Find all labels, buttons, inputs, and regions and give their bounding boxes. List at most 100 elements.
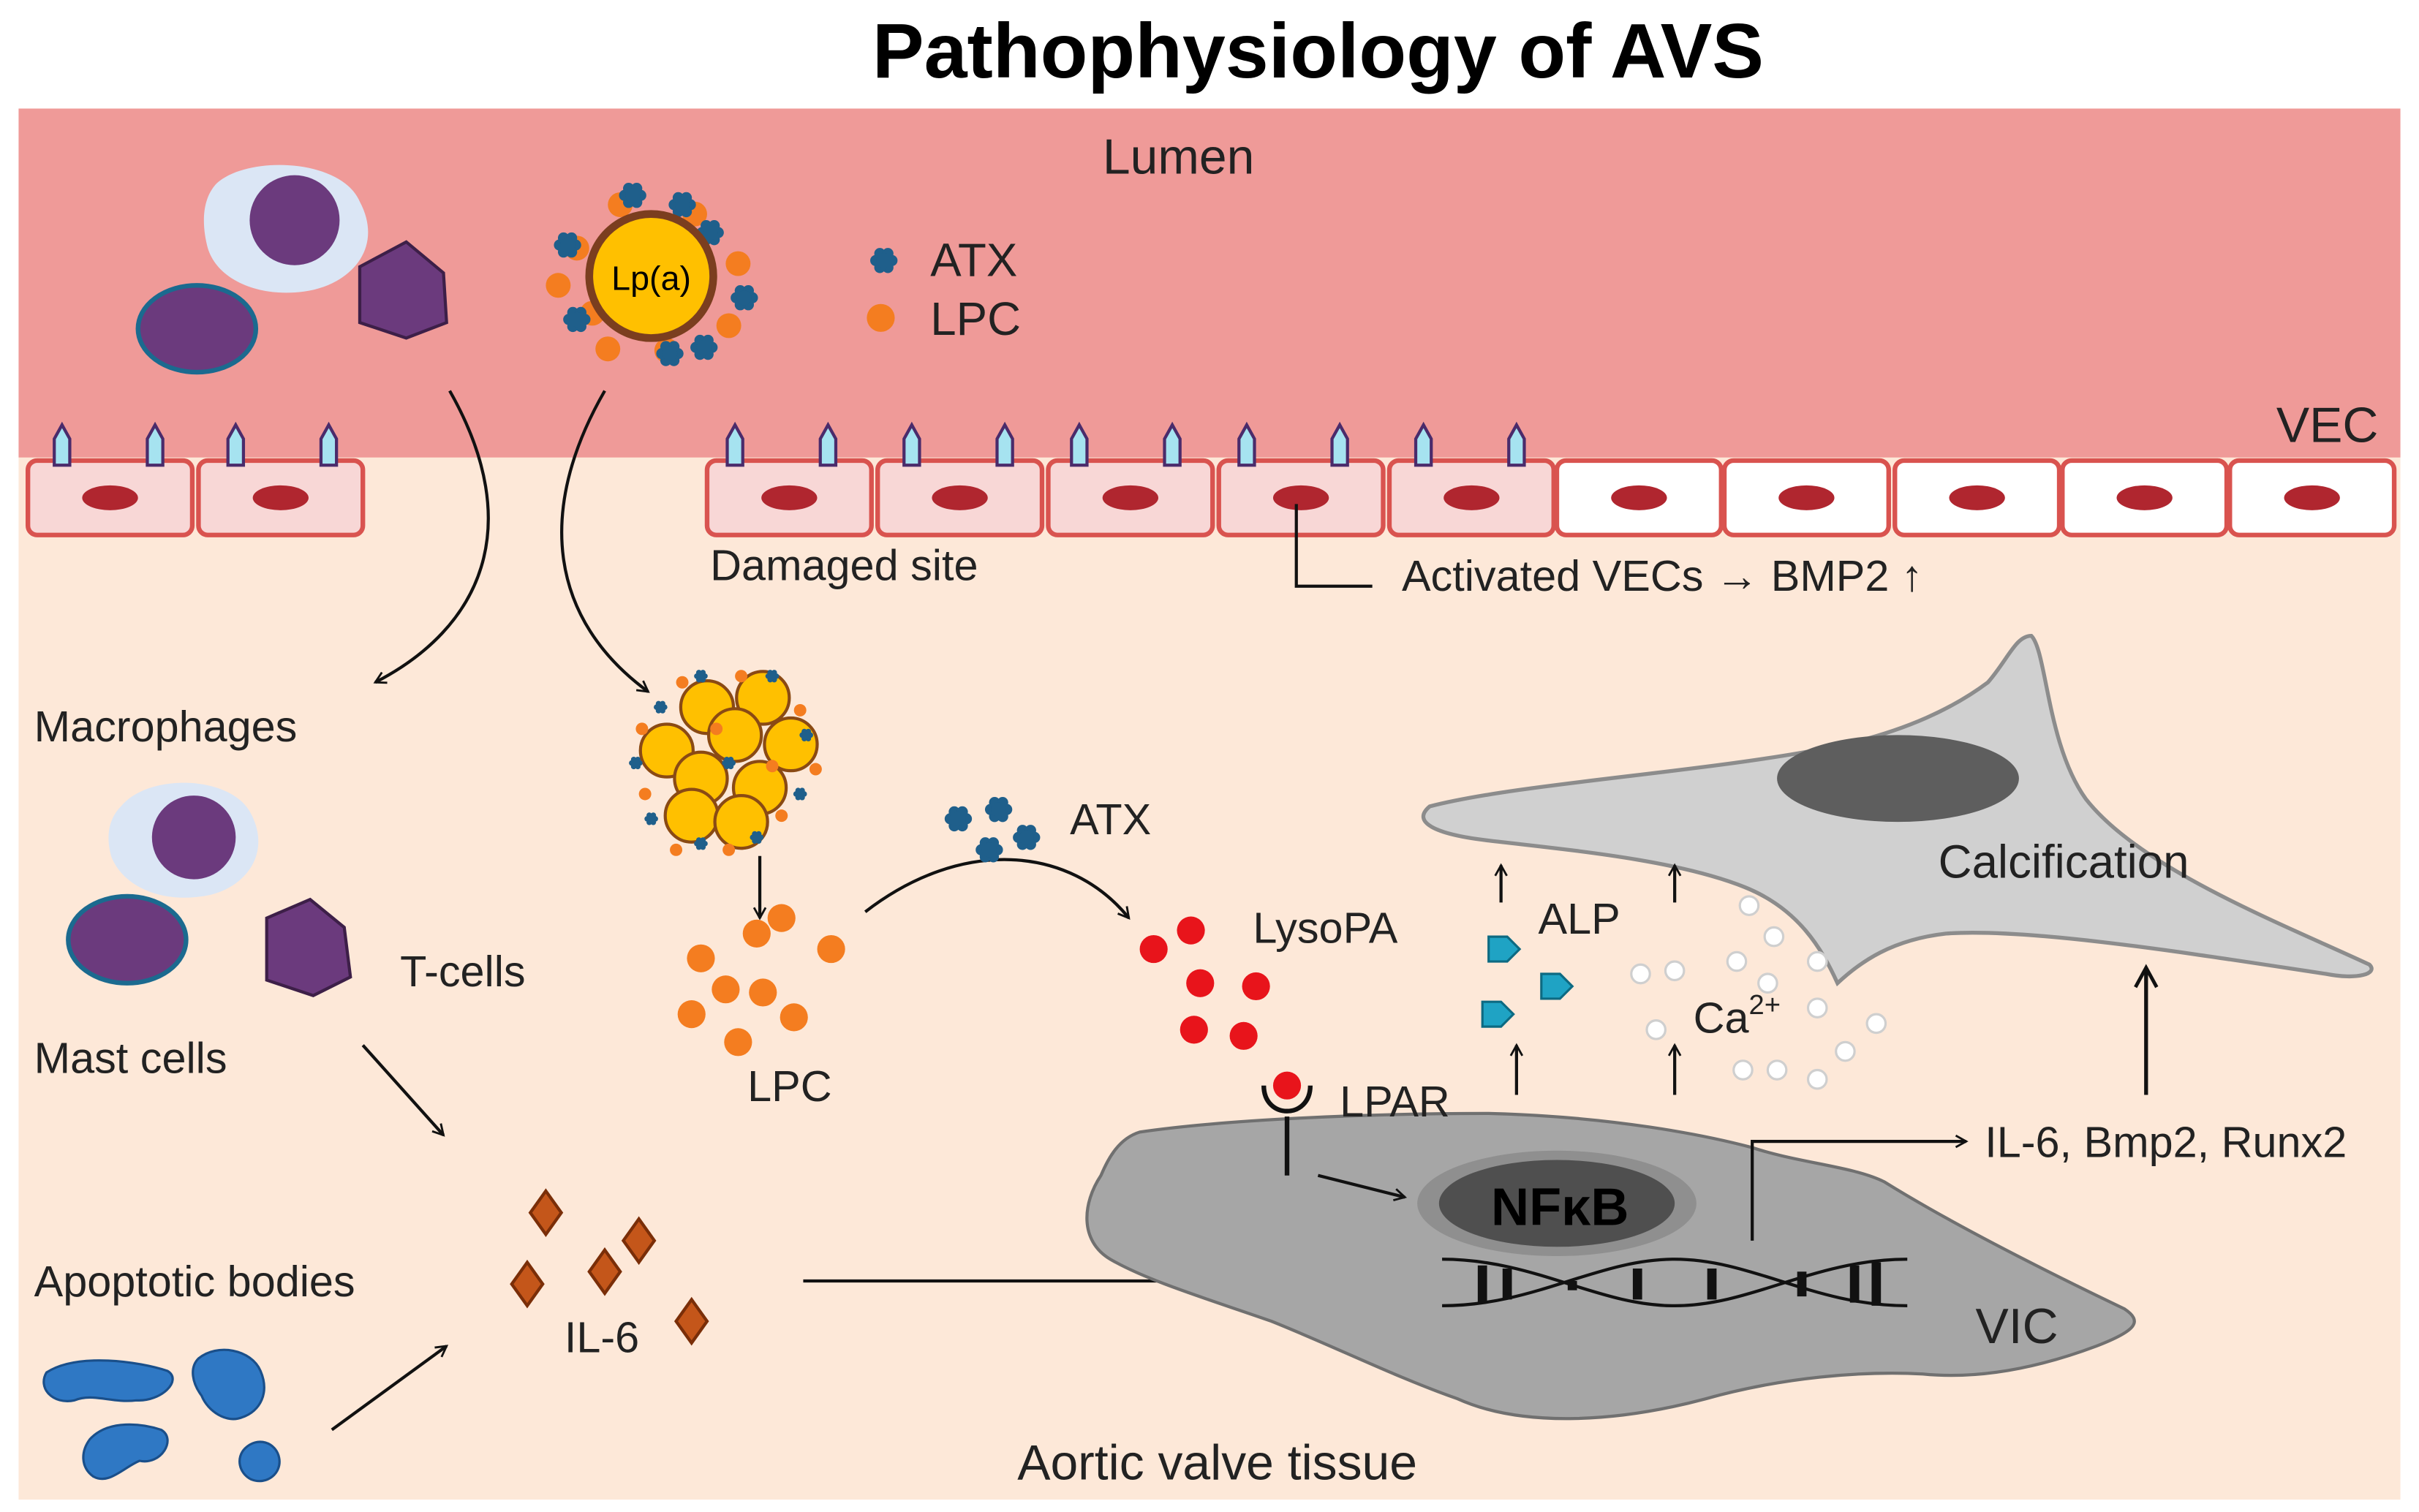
- atx-icon: [656, 341, 684, 366]
- il6-diamond: [528, 1188, 564, 1237]
- lpc-molecules: [677, 904, 845, 1056]
- calcium-ions: [1630, 895, 1887, 1090]
- atx-icon: [554, 232, 581, 258]
- lysopa-dot: [1186, 969, 1215, 997]
- il6-diamond: [587, 1247, 622, 1296]
- lpa-label: Lp(a): [611, 260, 691, 298]
- lumen-immune-cells: [135, 165, 448, 375]
- cilium: [1414, 421, 1433, 467]
- lpc-dot: [724, 1028, 752, 1056]
- legend: ATX LPC: [867, 235, 1021, 345]
- legend-atx-icon: [870, 248, 898, 273]
- calcium-ion: [1835, 1040, 1856, 1062]
- calcium-ion: [1806, 950, 1828, 972]
- page-title: Pathophysiology of AVS: [872, 8, 1764, 94]
- calcification-nucleus: [1777, 735, 2019, 823]
- ca-charge: 2+: [1748, 989, 1781, 1021]
- atx-icon: [629, 756, 643, 770]
- vec-label: VEC: [2276, 398, 2379, 453]
- vic-label: VIC: [1976, 1299, 2058, 1354]
- lpa-aggregate: [629, 670, 822, 856]
- calcium-ion: [1766, 1059, 1788, 1081]
- lpc-dot: [742, 919, 771, 948]
- lpc-dot: [817, 934, 845, 964]
- atx-icon: [975, 837, 1003, 863]
- t-cells-label: T-cells: [400, 947, 526, 996]
- calcium-ion: [1763, 926, 1785, 948]
- atx-icon: [1013, 825, 1041, 850]
- lysopa-dot: [1242, 972, 1270, 1001]
- tissue-label: Aortic valve tissue: [1017, 1435, 1417, 1490]
- cilium: [1507, 421, 1526, 467]
- calcium-ion: [1738, 895, 1760, 916]
- atx-icon: [984, 796, 1013, 823]
- arrow-lpa-to-tissue: [560, 390, 650, 693]
- il6-diamond: [510, 1259, 545, 1309]
- atx-icon: [870, 248, 898, 273]
- il6-diamond: [673, 1296, 709, 1346]
- mast-cells-label: Mast cells: [34, 1034, 227, 1083]
- upward-arrows: [1494, 863, 1682, 1095]
- lpar-label: LPAR: [1340, 1077, 1450, 1126]
- lpc-dot: [687, 944, 715, 972]
- lysopa-dot: [1229, 1021, 1258, 1050]
- atx-label: ATX: [1070, 795, 1151, 844]
- arrow-lpar-to-nfkb: [1317, 1173, 1408, 1202]
- lysopa-molecules: [1139, 916, 1270, 1050]
- atx-icon: [750, 831, 764, 844]
- cilium: [902, 421, 921, 467]
- cilium: [146, 421, 165, 467]
- calcium-ion: [1664, 960, 1686, 982]
- activated-vec-connector: [1294, 504, 1373, 588]
- il6-cytokines: [510, 1188, 709, 1346]
- atx-icon: [944, 806, 973, 832]
- vec-layer: [25, 421, 2397, 537]
- arrow-lpc-to-lysopa: [864, 858, 1131, 920]
- lpc-dot: [780, 1003, 808, 1032]
- calcium-ion: [1757, 972, 1778, 994]
- alp-enzymes: [1481, 935, 1574, 1028]
- lpc-dot: [767, 904, 796, 932]
- atx-icon: [694, 670, 708, 683]
- lpc-dot: [712, 975, 740, 1004]
- cilium: [53, 421, 72, 467]
- dna-helix: [1442, 1258, 1908, 1308]
- nfkb-label: NFκB: [1491, 1179, 1629, 1237]
- atx-icon: [731, 285, 758, 311]
- lysopa-dot: [1139, 934, 1168, 964]
- atx-icon: [668, 192, 696, 218]
- cilium: [1163, 421, 1182, 467]
- ca-label: Ca2+: [1694, 989, 1781, 1042]
- ca-base: Ca: [1694, 994, 1750, 1043]
- legend-lpc-label: LPC: [930, 293, 1021, 345]
- lysopa-label: LysoPA: [1253, 904, 1397, 953]
- cilium: [1070, 421, 1089, 467]
- cilium: [1330, 421, 1349, 467]
- calcium-ion: [1806, 997, 1828, 1018]
- alp-pentagon: [1487, 935, 1522, 963]
- arrow-immune-to-il6: [361, 1044, 445, 1137]
- calcium-ion: [1806, 1068, 1828, 1090]
- activated-vecs-label: Activated VECs → BMP2 ↑: [1402, 551, 1923, 600]
- arrow-immune-to-tissue: [373, 390, 490, 684]
- arrow-apoptotic-to-il6: [331, 1345, 449, 1432]
- tissue-immune-cells: [66, 782, 352, 997]
- atx-icon: [619, 183, 646, 208]
- calcium-ion: [1865, 1013, 1887, 1035]
- nfkb-nucleus: [1438, 1160, 1675, 1247]
- atx-icon: [644, 812, 658, 825]
- atx-icon: [654, 700, 668, 714]
- gene-output-label: IL-6, Bmp2, Runx2: [1985, 1117, 2347, 1166]
- cilium: [818, 421, 838, 467]
- legend-lpc-icon: [867, 303, 895, 332]
- cilium: [319, 421, 339, 467]
- atx-icon: [799, 728, 813, 741]
- il6-label: IL-6: [565, 1313, 639, 1362]
- atx-icon: [765, 670, 780, 683]
- atx-icon: [694, 837, 708, 850]
- lpc-label: LPC: [747, 1062, 832, 1111]
- cilium: [1237, 421, 1256, 467]
- legend-atx-label: ATX: [930, 235, 1017, 287]
- il6-diamond: [621, 1216, 657, 1266]
